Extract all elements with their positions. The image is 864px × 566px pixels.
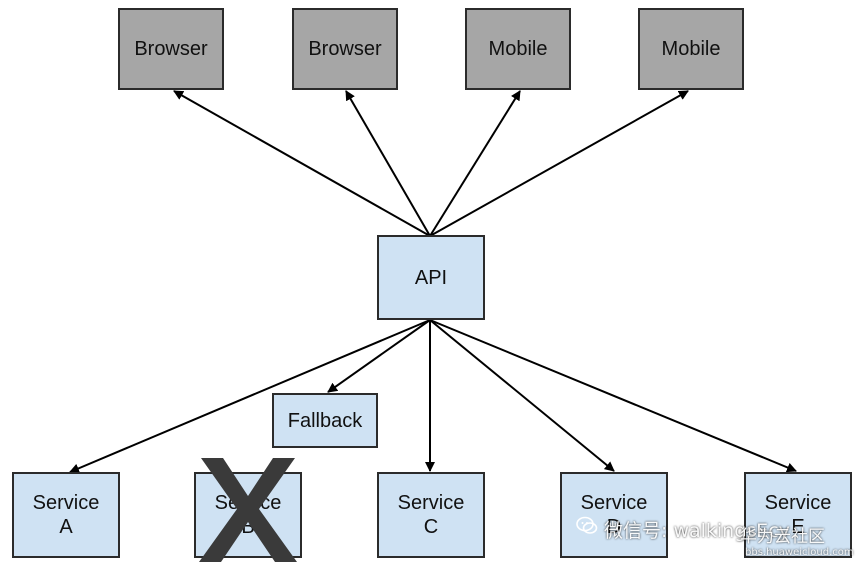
arrow-api-to-mobile-2 <box>429 90 689 237</box>
service-c-label: Service C <box>397 492 465 538</box>
client-mobile-2-label: Mobile <box>661 38 721 60</box>
arrow-api-to-fallback <box>327 319 431 393</box>
client-browser-1-label: Browser <box>134 38 208 60</box>
client-browser-2: Browser <box>292 8 398 90</box>
client-mobile-1-label: Mobile <box>488 38 548 60</box>
service-a-label: Service A <box>32 492 100 538</box>
service-b: Service B <box>194 472 302 558</box>
service-d: Service D <box>560 472 668 558</box>
arrow-api-to-mobile-1 <box>429 90 521 237</box>
service-c: Service C <box>377 472 485 558</box>
client-browser-2-label: Browser <box>308 38 382 60</box>
client-mobile-2: Mobile <box>638 8 744 90</box>
watermark-brand: 华为云社区 <box>740 527 825 547</box>
arrow-api-to-service-d <box>429 319 615 472</box>
arrow-api-to-browser-2 <box>345 90 431 237</box>
api-gateway: API <box>377 235 485 320</box>
service-d-label: Service D <box>580 492 648 538</box>
service-e: Service E <box>744 472 852 558</box>
service-a: Service A <box>12 472 120 558</box>
wechat-icon <box>576 516 598 534</box>
service-e-label: Service E <box>764 492 832 538</box>
arrow-api-to-service-e <box>429 319 797 473</box>
watermark-url: bbs.huaweicloud.com <box>745 547 854 558</box>
fallback-box: Fallback <box>272 393 378 448</box>
watermark-wechat-id: 微信号: walkingsEcy <box>604 520 790 542</box>
fallback-label: Fallback <box>287 409 363 432</box>
arrow-api-to-service-a <box>69 319 431 474</box>
service-b-label: Service B <box>214 492 282 538</box>
api-label: API <box>414 266 448 289</box>
arrow-api-to-browser-1 <box>173 90 431 237</box>
client-mobile-1: Mobile <box>465 8 571 90</box>
client-browser-1: Browser <box>118 8 224 90</box>
